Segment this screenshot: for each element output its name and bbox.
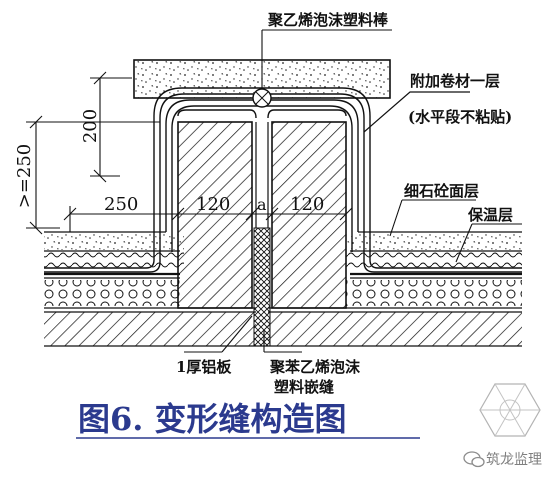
aluminum-plate-label: 1厚铝板	[176, 358, 232, 376]
extra-membrane-note: (水平段不粘贴)	[408, 108, 512, 126]
roof-layers	[44, 231, 522, 347]
dimension-lines	[26, 29, 522, 353]
label-foam-rod: 聚乙烯泡沫塑料棒	[267, 11, 389, 29]
left-wall	[177, 121, 253, 309]
joint-filler-label-2: 塑料嵌缝	[274, 378, 334, 396]
dim-250-vertical: >=250	[14, 144, 35, 209]
fine-concrete-label: 细石砼面层	[404, 182, 479, 200]
joint-filler-label-1: 聚苯乙烯泡沫	[269, 358, 361, 376]
figure-caption: 图6. 变形缝构造图	[78, 400, 347, 438]
dim-120-left: 120	[196, 194, 230, 215]
watermark-logo-icon	[479, 383, 541, 437]
extra-membrane-label: 附加卷材一层	[410, 72, 500, 90]
watermark: 筑龙监理	[463, 383, 542, 468]
right-wall	[271, 121, 347, 309]
wechat-icon	[463, 451, 485, 468]
watermark-text: 筑龙监理	[486, 452, 542, 468]
foam-rod-label: 聚乙烯泡沫塑料棒	[267, 11, 389, 29]
insulation-label: 保温层	[467, 206, 513, 224]
dim-gap-a: a	[257, 195, 267, 214]
label-extra-membrane: 附加卷材一层 (水平段不粘贴)	[408, 72, 512, 126]
dim-120-right: 120	[290, 194, 324, 215]
joint-filler	[253, 122, 271, 347]
dim-200: 200	[80, 109, 101, 143]
dim-250-horizontal: 250	[104, 194, 138, 215]
